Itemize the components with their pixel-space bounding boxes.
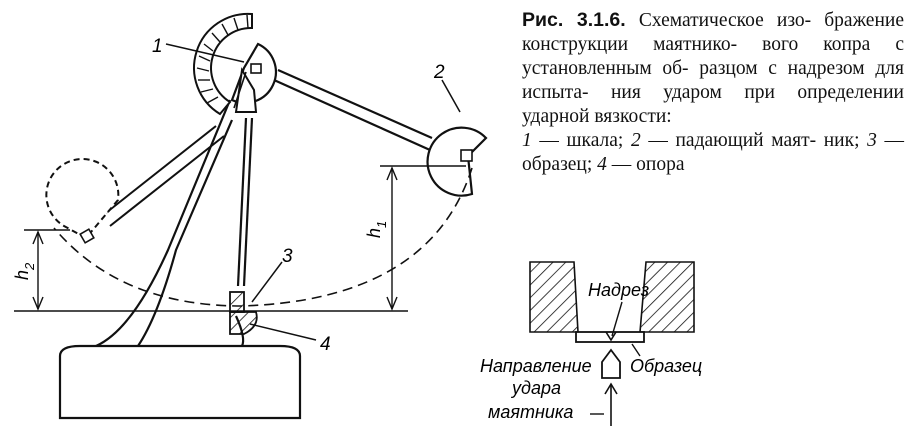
scale-arc (193, 12, 253, 116)
label-h1: h 1 (364, 221, 389, 238)
inset-label-specimen: Образец (630, 356, 702, 376)
caption-line-6: ударной вязкости: (522, 106, 672, 127)
pendulum-pivot (230, 42, 277, 113)
label-1: 1 (152, 36, 163, 57)
legend-item-2: 2 — падающий маят- (630, 130, 817, 151)
svg-text:1: 1 (374, 221, 389, 228)
swing-arc (53, 167, 473, 307)
svg-text:2: 2 (22, 262, 37, 271)
figure-caption: Рис. 3.1.6. Схематическое изо- бражение … (522, 8, 904, 177)
caption-line-2: бражение конструкции маятнико- (522, 10, 904, 55)
pendulum-lower (45, 125, 225, 244)
height-dimensions (14, 165, 466, 312)
caption-line-3: вого копра с установленным об- (522, 34, 904, 79)
machine-frame (95, 99, 254, 348)
legend-item-1: 1 — шкала; (522, 130, 631, 151)
pendulum-raised (273, 68, 488, 197)
caption-line-1: Схематическое изо- (638, 10, 812, 31)
machine-base (58, 344, 302, 420)
label-4: 4 (320, 334, 331, 355)
leader-lines (165, 43, 461, 341)
legend-item-2-cont: ник; (823, 130, 868, 151)
inset-label-direction-2: удара (510, 378, 561, 398)
figure-number: Рис. 3.1.6. (522, 9, 626, 31)
specimen-detail-inset (529, 261, 695, 426)
svg-text:h: h (12, 270, 32, 280)
specimen-and-support (229, 291, 258, 335)
legend-item-4: 4 — опора (597, 154, 685, 175)
inset-label-notch: Надрез (588, 280, 649, 300)
svg-text:h: h (364, 228, 384, 238)
label-h2: h 2 (12, 262, 37, 280)
inset-label-direction-1: Направление (480, 356, 592, 376)
caption-line-5: ния ударом при определении (611, 82, 904, 103)
inset-label-direction-3: маятника (488, 402, 573, 422)
label-3: 3 (282, 246, 293, 267)
legend-item-3: 3 — образец; (522, 130, 905, 175)
label-2: 2 (433, 62, 445, 83)
caption-line-4: разцом с надрезом для испыта- (522, 58, 904, 103)
